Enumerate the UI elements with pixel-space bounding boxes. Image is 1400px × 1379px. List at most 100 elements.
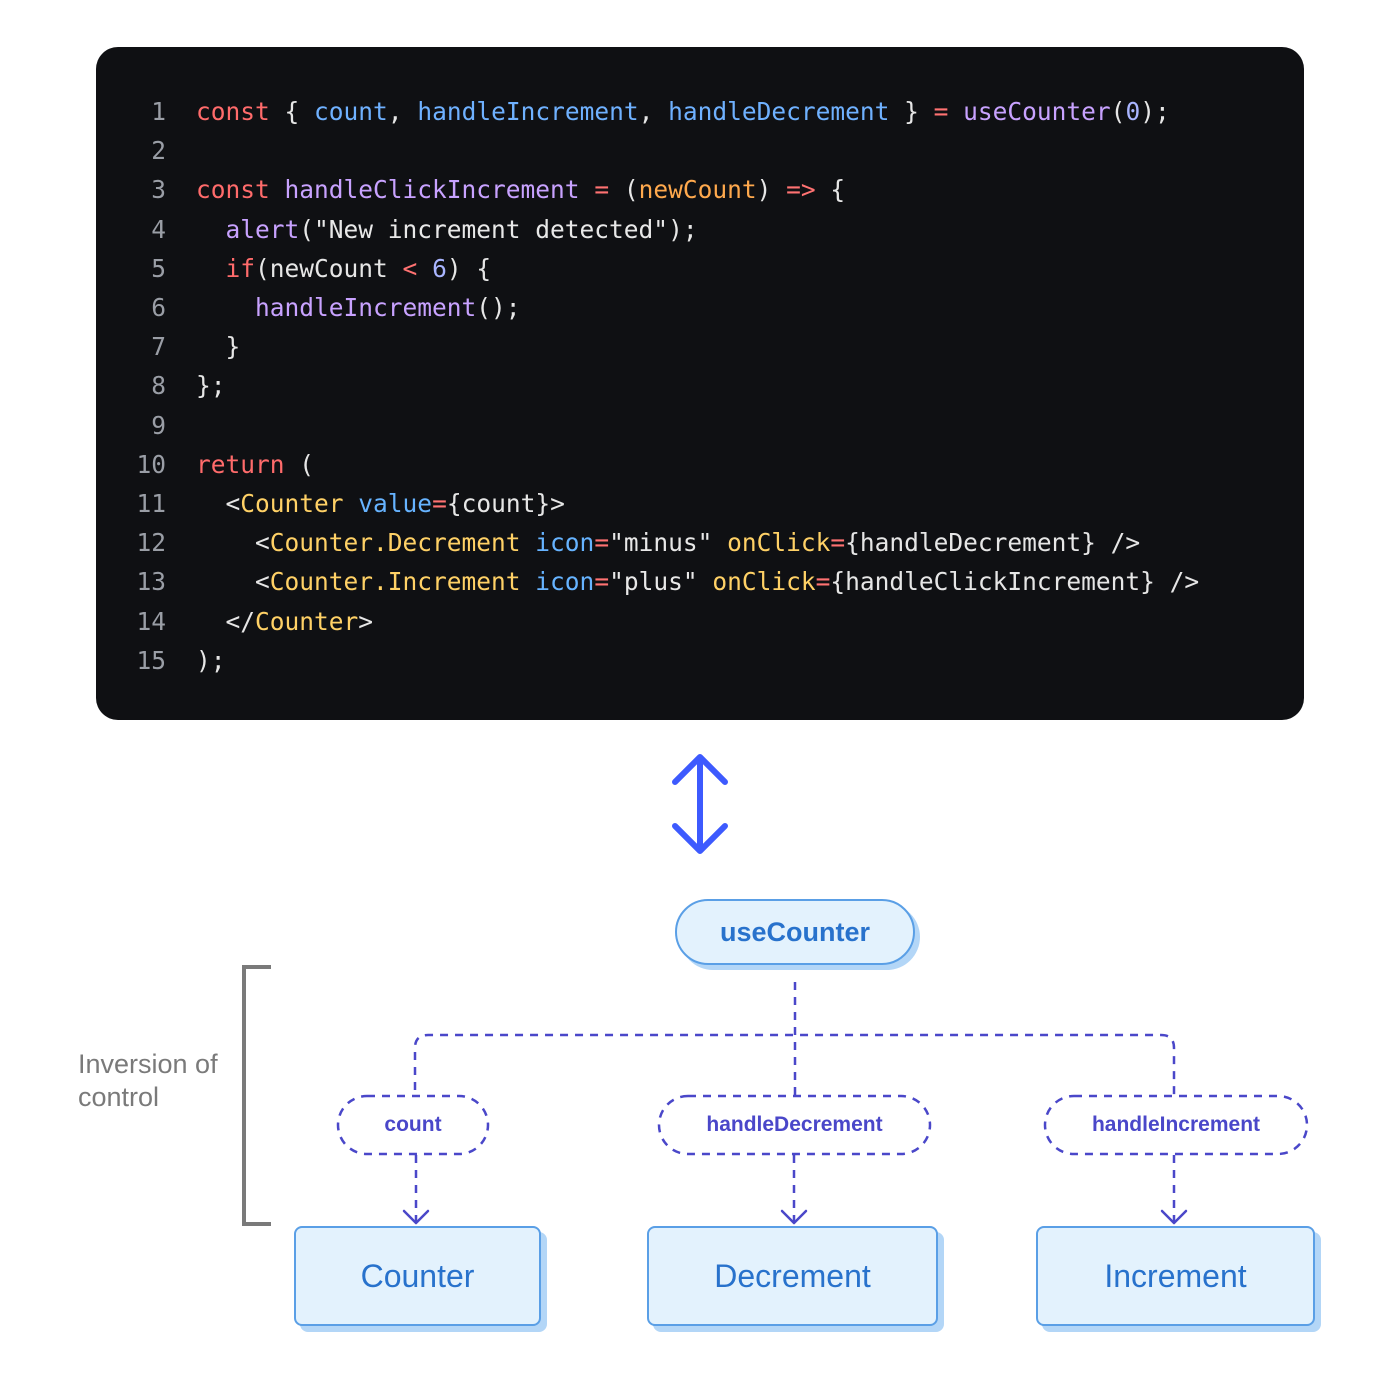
code-token: = bbox=[432, 489, 447, 518]
code-token: Counter.Decrement bbox=[269, 528, 521, 558]
code-token: < bbox=[196, 567, 270, 597]
line-number: 6 bbox=[151, 293, 166, 322]
code-token: onClick bbox=[712, 567, 816, 597]
component-counter-label: Counter bbox=[360, 1257, 475, 1294]
line-number: 15 bbox=[136, 645, 166, 675]
ioc-label: Inversion of control bbox=[78, 1049, 218, 1112]
code-token: { bbox=[815, 175, 846, 205]
arrowhead-decrement-icon bbox=[780, 1209, 808, 1225]
code-token: count bbox=[314, 97, 388, 126]
ioc-bracket bbox=[242, 965, 271, 1226]
code-token: Counter.Increment bbox=[269, 567, 521, 597]
line-number: 12 bbox=[136, 528, 166, 558]
code-token: handleIncrement bbox=[255, 293, 477, 322]
code-line: 10 return ( bbox=[96, 445, 314, 484]
code-token: ); bbox=[196, 645, 226, 675]
code-token: }; bbox=[196, 371, 226, 401]
component-decrement: Decrement bbox=[647, 1226, 938, 1326]
code-token: 6 bbox=[432, 253, 447, 283]
code-token: const bbox=[196, 175, 270, 205]
code-token: if bbox=[225, 253, 256, 283]
code-token: ); bbox=[1140, 97, 1170, 126]
code-token: = bbox=[594, 528, 610, 558]
code-token: ) bbox=[756, 175, 787, 205]
component-decrement-label: Decrement bbox=[714, 1257, 871, 1294]
code-token: const bbox=[196, 97, 270, 126]
prop-handle-increment-label: handleIncrement bbox=[1091, 1113, 1261, 1136]
code-line: 8}; bbox=[96, 366, 226, 405]
code-line: 11 <Counter value={count}> bbox=[96, 484, 565, 523]
code-line: 3 const handleClickIncrement = (newCount)… bbox=[96, 170, 845, 209]
code-line: 13 <Counter.Increment icon="plus" onClic… bbox=[96, 562, 1199, 601]
code-token: {count}> bbox=[446, 489, 565, 518]
component-increment-label: Increment bbox=[1104, 1257, 1247, 1294]
code-token: ( bbox=[609, 175, 639, 205]
code-line: 9 bbox=[96, 406, 196, 445]
code-token: return bbox=[196, 449, 285, 479]
code-token: onClick bbox=[727, 528, 831, 558]
code-token: icon bbox=[535, 528, 595, 558]
line-number: 9 bbox=[151, 410, 166, 440]
line-number: 3 bbox=[151, 175, 166, 205]
prop-count-label: count bbox=[384, 1113, 442, 1136]
code-token: ); bbox=[668, 214, 698, 244]
code-token: < bbox=[196, 528, 270, 558]
code-token: , bbox=[387, 97, 418, 126]
code-token: < bbox=[196, 489, 241, 518]
code-line: 12 <Counter.Decrement icon="minus" onCli… bbox=[96, 523, 1140, 562]
code-token: ( bbox=[284, 449, 315, 479]
arrowhead-counter-icon bbox=[402, 1209, 430, 1225]
code-token: = bbox=[830, 528, 846, 558]
line-number: 4 bbox=[151, 214, 166, 244]
code-line: 5 if(newCount < 6) { bbox=[96, 249, 491, 288]
line-number: 8 bbox=[151, 371, 166, 401]
prop-handle-decrement: handleDecrement bbox=[659, 1096, 930, 1154]
code-token: alert bbox=[225, 214, 300, 244]
code-line: 2 bbox=[96, 131, 196, 170]
code-token: handleClickIncrement bbox=[284, 175, 580, 205]
code-token: = bbox=[815, 567, 831, 597]
code-token: handleIncrement bbox=[417, 97, 639, 126]
component-counter: Counter bbox=[294, 1226, 541, 1326]
code-token: = bbox=[933, 97, 949, 126]
code-token: "plus" bbox=[609, 567, 698, 597]
code-line: 6 handleIncrement(); bbox=[96, 288, 521, 327]
prop-count-outline bbox=[336, 1094, 490, 1156]
line-number: 11 bbox=[136, 489, 166, 518]
line-number: 10 bbox=[136, 449, 166, 479]
code-token: newCount bbox=[638, 175, 757, 205]
code-token: } bbox=[889, 97, 934, 126]
code-line: 7 } bbox=[96, 327, 240, 366]
code-token: (newCount bbox=[255, 253, 403, 283]
code-token: } bbox=[196, 332, 241, 362]
code-token: (); bbox=[476, 293, 521, 322]
code-line: 14 </Counter> bbox=[96, 602, 373, 641]
code-token: { bbox=[269, 97, 315, 126]
line-number: 7 bbox=[151, 332, 166, 362]
line-number: 13 bbox=[136, 567, 166, 597]
code-token: = bbox=[594, 567, 610, 597]
code-token: ( bbox=[299, 214, 315, 244]
hook-node: useCounter bbox=[675, 899, 915, 965]
code-line: 4 alert("New increment detected"); bbox=[96, 210, 698, 249]
code-token: = bbox=[594, 175, 610, 205]
line-number: 2 bbox=[151, 136, 166, 166]
bidirectional-arrow-icon bbox=[672, 754, 728, 854]
component-increment: Increment bbox=[1036, 1226, 1315, 1326]
code-token: Counter bbox=[255, 606, 359, 636]
code-token: {handleClickIncrement} /> bbox=[830, 567, 1200, 597]
code-token: useCounter bbox=[963, 97, 1111, 126]
code-token: value bbox=[358, 489, 433, 518]
code-token: , bbox=[638, 97, 669, 126]
code-token: 0 bbox=[1125, 97, 1141, 126]
line-number: 14 bbox=[136, 606, 166, 636]
code-token: handleDecrement bbox=[668, 97, 890, 126]
hook-node-label: useCounter bbox=[719, 916, 871, 947]
code-line: 15); bbox=[96, 641, 226, 680]
prop-count: count bbox=[338, 1096, 488, 1154]
prop-increment-outline bbox=[1043, 1094, 1309, 1156]
code-token: ( bbox=[1110, 97, 1126, 126]
